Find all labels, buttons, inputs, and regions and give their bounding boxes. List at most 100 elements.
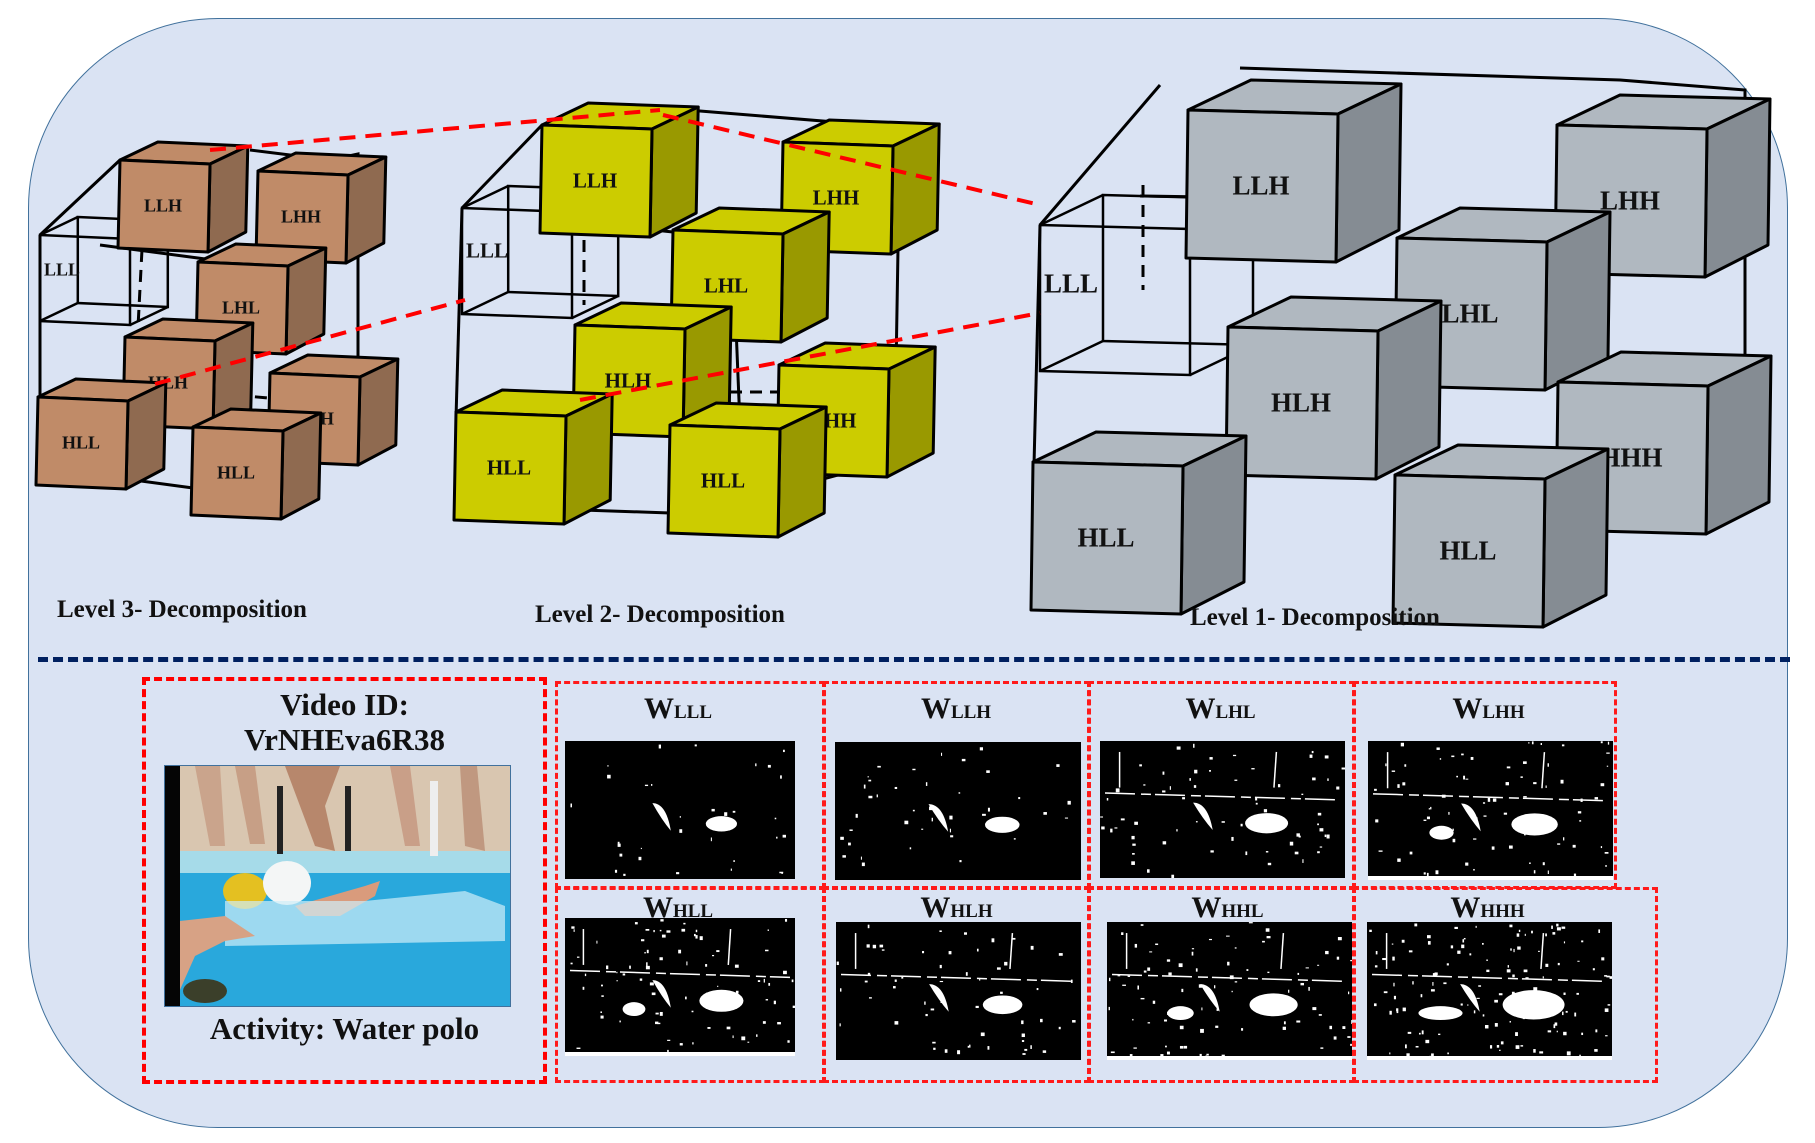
subband-label: LHH bbox=[281, 206, 321, 226]
cube-side-face bbox=[344, 155, 388, 265]
wavelet-symbol: W bbox=[643, 692, 674, 725]
wavelet-map-hhh bbox=[1367, 922, 1612, 1060]
level-1-caption: Level 1- Decomposition bbox=[1190, 604, 1440, 631]
cube-side-face bbox=[206, 144, 250, 254]
cube-hll: HLL bbox=[452, 388, 614, 526]
cube-llh: LLH bbox=[538, 101, 700, 239]
wavelet-subband: LHL bbox=[1215, 702, 1256, 723]
cube-side-face bbox=[562, 392, 614, 526]
cube-side-face bbox=[889, 122, 941, 256]
wavelet-cell-hhh bbox=[1353, 887, 1658, 1083]
wavelet-symbol: W bbox=[1191, 891, 1222, 924]
wavelet-map-hhl bbox=[1107, 922, 1352, 1060]
cube-side-face bbox=[1179, 434, 1248, 616]
cube-lhl: LHL bbox=[1393, 206, 1612, 392]
cube-front-face bbox=[452, 410, 568, 526]
cube-hll: HLL bbox=[34, 377, 168, 491]
subband-label: HHH bbox=[1599, 442, 1662, 472]
connector-line-bottom-3-2 bbox=[154, 298, 466, 386]
subband-label: HLL bbox=[487, 455, 531, 479]
wavelet-symbol: W bbox=[1185, 692, 1216, 725]
subband-label: LLL bbox=[44, 260, 80, 280]
cube-hll: HLL bbox=[189, 407, 323, 521]
cube-front-face bbox=[538, 123, 654, 239]
subband-label: LLH bbox=[144, 195, 182, 215]
connector-line-top-3-2 bbox=[209, 108, 661, 152]
wavelet-title-lll: WLLL bbox=[563, 692, 793, 726]
cube-side-face bbox=[1374, 299, 1443, 481]
subband-label: HLL bbox=[701, 468, 745, 492]
wavelet-map-lll bbox=[565, 741, 795, 879]
connector-line-bottom-2-1 bbox=[579, 311, 1041, 402]
connector-line-top-2-1 bbox=[662, 113, 1041, 207]
subband-label: LHL bbox=[704, 273, 748, 297]
cube-front-face bbox=[1224, 325, 1380, 481]
hidden-edge-line bbox=[136, 229, 145, 328]
cube-front-face bbox=[116, 158, 212, 254]
cube-llh: LLH bbox=[1184, 78, 1403, 264]
cube-hll: HLL bbox=[1391, 443, 1610, 629]
cube-side-face bbox=[1704, 354, 1773, 536]
wavelet-map-hll bbox=[565, 918, 795, 1056]
section-divider bbox=[38, 657, 1790, 662]
wavelet-symbol: W bbox=[1452, 692, 1483, 725]
cube-hll: HLL bbox=[1029, 430, 1248, 616]
cube-outline-edge bbox=[38, 158, 122, 237]
cube-front-face bbox=[1391, 473, 1547, 629]
wavelet-map-llh bbox=[835, 742, 1081, 880]
wavelet-title-lhl: WLHL bbox=[1098, 692, 1343, 726]
wavelet-subband: HHH bbox=[1480, 901, 1525, 922]
cube-front-face bbox=[189, 425, 285, 521]
cube-side-face bbox=[1703, 97, 1772, 279]
wavelet-subband: HHL bbox=[1221, 901, 1264, 922]
subband-label: HLL bbox=[1077, 522, 1134, 552]
cube-side-face bbox=[1541, 447, 1610, 629]
cube-side-face bbox=[1334, 82, 1403, 264]
wavelet-map-lhl bbox=[1100, 741, 1345, 878]
cube-side-face bbox=[124, 381, 168, 491]
cube-side-face bbox=[885, 345, 937, 479]
wavelet-subband: HLL bbox=[672, 901, 714, 922]
wavelet-title-llh: WLLH bbox=[833, 692, 1079, 726]
cube-side-face bbox=[356, 357, 400, 467]
cube-front-face bbox=[34, 395, 130, 491]
cube-hlh: HLH bbox=[1224, 295, 1443, 481]
level-3-caption: Level 3- Decomposition bbox=[57, 596, 307, 623]
wavelet-title-lhh: WLHH bbox=[1366, 692, 1611, 726]
level-2-caption: Level 2- Decomposition bbox=[535, 601, 785, 628]
subband-label: HLL bbox=[1439, 535, 1496, 565]
wavelet-symbol: W bbox=[1450, 891, 1481, 924]
wavelet-title-hhh: WHHH bbox=[1365, 891, 1610, 925]
cube-side-face bbox=[648, 105, 700, 239]
video-id-value: VrNHEva6R38 bbox=[244, 722, 445, 757]
wavelet-subband: LHH bbox=[1482, 702, 1525, 723]
video-id: Video ID: VrNHEva6R38 bbox=[146, 687, 543, 757]
wavelet-title-hhl: WHHL bbox=[1105, 891, 1350, 925]
cube-hll: HLL bbox=[666, 401, 828, 539]
subband-label: HLH bbox=[1271, 387, 1331, 417]
wavelet-symbol: W bbox=[920, 891, 951, 924]
cube-llh: LLH bbox=[116, 140, 250, 254]
wavelet-subband: LLL bbox=[673, 702, 713, 723]
subband-label: LHH bbox=[813, 185, 860, 209]
wavelet-subband: LLH bbox=[950, 702, 992, 723]
cube-outline-edge bbox=[1038, 84, 1162, 226]
activity-label: Activity: Water polo bbox=[209, 1011, 480, 1046]
cube-front-face bbox=[666, 423, 782, 539]
video-frame-image bbox=[164, 765, 511, 1007]
subband-label: LLL bbox=[1044, 269, 1098, 299]
cube-outline-edge bbox=[460, 123, 544, 210]
subband-label: LLL bbox=[466, 239, 508, 263]
subband-label: LHL bbox=[1441, 298, 1498, 328]
subband-label: LLH bbox=[1232, 170, 1289, 200]
video-sample-box: Video ID: VrNHEva6R38 Activity: Water po… bbox=[142, 677, 547, 1084]
cube-front-face bbox=[1029, 460, 1185, 616]
cube-front-face bbox=[1184, 108, 1340, 264]
subband-label: HLL bbox=[217, 462, 255, 482]
wavelet-map-hlh bbox=[836, 922, 1081, 1060]
wavelet-subband: HLH bbox=[950, 901, 993, 922]
cube-front-face bbox=[254, 169, 350, 265]
